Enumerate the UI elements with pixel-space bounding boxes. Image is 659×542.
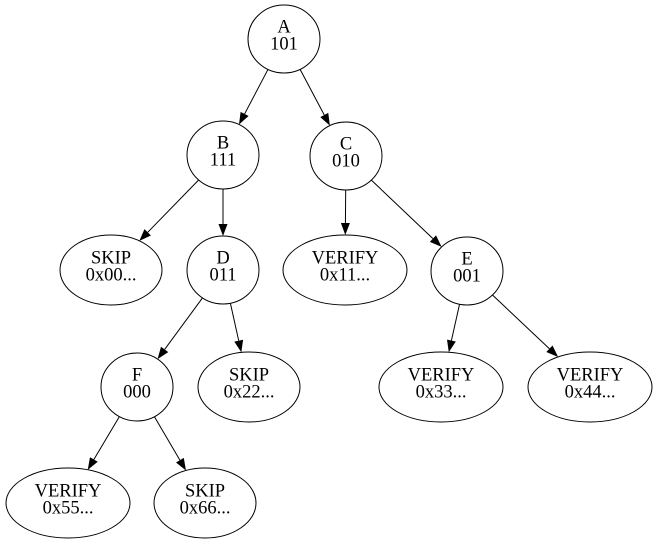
arrowhead-icon (447, 339, 456, 353)
edge-A-B (239, 69, 269, 125)
arrowhead-icon (239, 111, 249, 125)
edge-F-verify-0x55 (87, 416, 120, 470)
edge-C-verify-0x11 (340, 189, 350, 236)
edge-F-skip-0x66 (154, 416, 186, 471)
edge-A-C (299, 69, 330, 126)
node-ellipse-shape (197, 351, 301, 423)
node-ellipse-shape (527, 351, 653, 423)
node-circle-shape (430, 236, 504, 306)
arrowhead-icon (320, 112, 330, 126)
node-circle-shape (186, 235, 260, 305)
edge-B-D (218, 189, 228, 236)
node-ellipse-shape (59, 234, 163, 306)
node-ellipse-shape (5, 467, 131, 539)
edge-B-skip-0x00 (139, 179, 199, 241)
arrowhead-icon (176, 457, 186, 471)
arrowhead-icon (234, 339, 244, 353)
node-ellipse-shape (153, 467, 257, 539)
node-ellipse-shape (378, 351, 504, 423)
node-circle-shape (309, 121, 383, 191)
node-circle-shape (247, 4, 321, 74)
arrowhead-icon (546, 345, 559, 357)
node-circle-shape (100, 352, 174, 422)
edge-D-F (157, 297, 203, 360)
edge-C-E (371, 179, 442, 247)
arrowhead-icon (340, 222, 350, 236)
edge-D-skip-0x22 (229, 303, 244, 353)
arrowhead-icon (429, 235, 442, 247)
arrowhead-icon (218, 224, 228, 236)
edge-E-verify-0x33 (447, 304, 461, 353)
node-ellipse-shape (282, 234, 408, 306)
edge-E-verify-0x44 (492, 294, 559, 357)
arrowhead-icon (139, 229, 151, 241)
node-circle-shape (186, 120, 260, 190)
arrowhead-icon (87, 457, 98, 470)
arrowhead-icon (157, 346, 169, 360)
